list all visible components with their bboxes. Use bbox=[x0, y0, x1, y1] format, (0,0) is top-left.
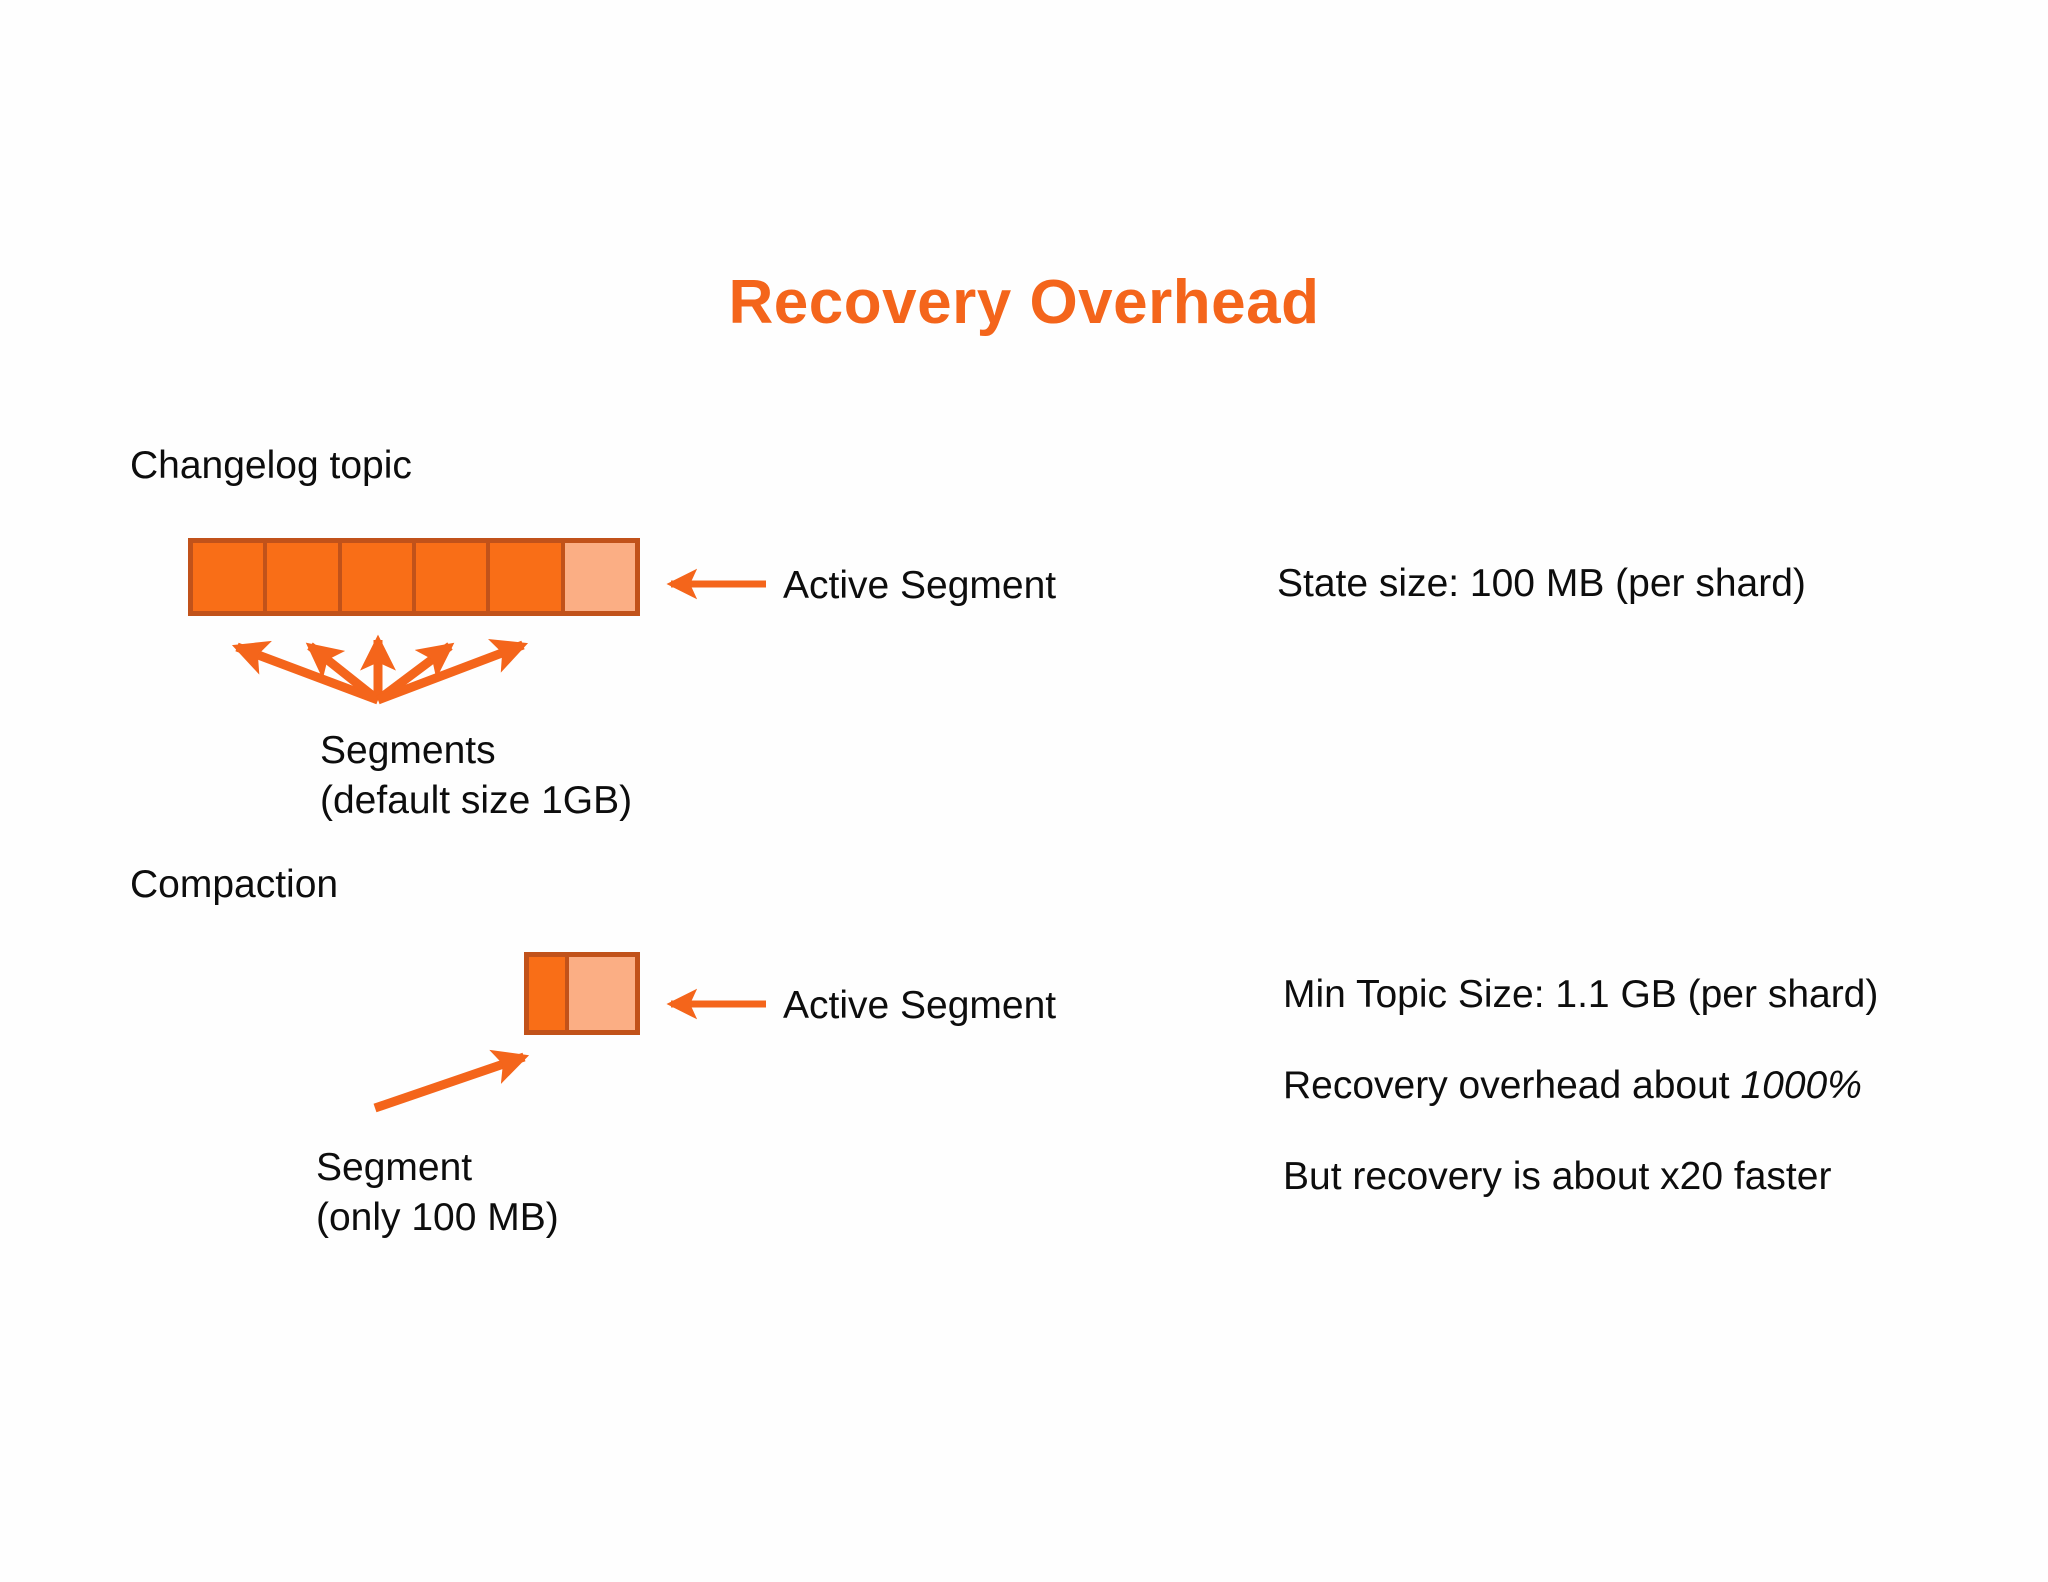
page-title: Recovery Overhead bbox=[728, 268, 1320, 337]
active-segment-label-changelog: Active Segment bbox=[783, 564, 1057, 607]
segment-caption-line-1: Segment bbox=[316, 1146, 473, 1189]
segment-caption-line-2: (only 100 MB) bbox=[316, 1195, 559, 1239]
arrow-fanout-icon bbox=[231, 634, 529, 705]
changelog-segment-4 bbox=[415, 543, 487, 611]
changelog-topic-label: Changelog topic bbox=[130, 444, 412, 487]
changelog-segment-3 bbox=[341, 543, 412, 611]
compaction-segment-2-active bbox=[569, 957, 635, 1030]
compaction-segment-1 bbox=[529, 957, 565, 1030]
changelog-segment-5 bbox=[490, 543, 561, 611]
changelog-segment-1 bbox=[193, 543, 264, 611]
note-recovery-speed: But recovery is about x20 faster bbox=[1283, 1155, 1832, 1198]
note-state-size: State size: 100 MB (per shard) bbox=[1277, 562, 1806, 605]
changelog-segment-2 bbox=[267, 543, 338, 611]
note-recovery-overhead-value: 1000% bbox=[1740, 1064, 1862, 1107]
segments-caption-line-1: Segments bbox=[320, 729, 496, 772]
segments-caption-line-2: (default size 1GB) bbox=[320, 778, 633, 822]
changelog-segment-6-active bbox=[564, 543, 635, 611]
segment-caption: Segment (only 100 MB) bbox=[316, 1143, 559, 1243]
segments-caption: Segments (default size 1GB) bbox=[320, 726, 632, 826]
active-segment-label-compaction: Active Segment bbox=[783, 984, 1057, 1027]
note-min-topic-size: Min Topic Size: 1.1 GB (per shard) bbox=[1283, 973, 1879, 1016]
note-recovery-overhead: Recovery overhead about 1000% bbox=[1283, 1064, 1862, 1108]
changelog-segment-bar bbox=[188, 538, 640, 616]
note-recovery-overhead-prefix: Recovery overhead about bbox=[1283, 1064, 1741, 1107]
arrow-up-right-icon bbox=[373, 1049, 530, 1113]
compaction-label: Compaction bbox=[130, 863, 339, 906]
compaction-segment-bar bbox=[524, 952, 640, 1035]
